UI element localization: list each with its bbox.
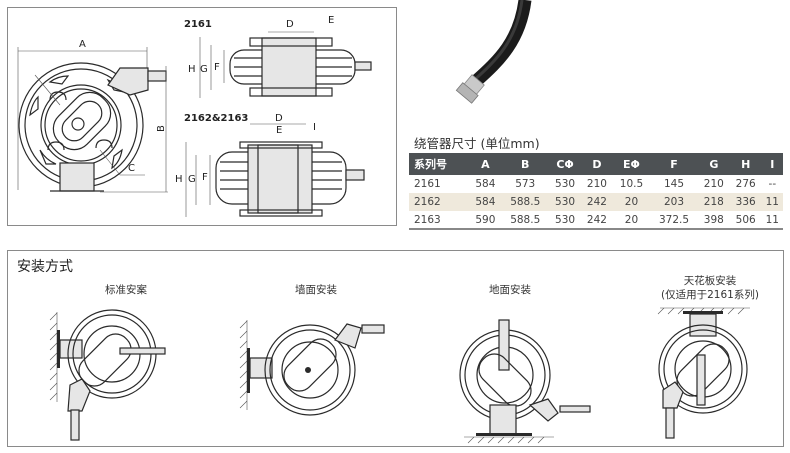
table-cell: 588.5 bbox=[501, 193, 550, 211]
method-label-standard: 标准安案 bbox=[105, 284, 147, 296]
column-header: B bbox=[501, 153, 550, 175]
column-header: EΦ bbox=[612, 153, 651, 175]
table-cell: 276 bbox=[735, 178, 756, 190]
table-cell: 11 bbox=[765, 213, 779, 226]
dim-label-h-2161: H bbox=[188, 64, 196, 75]
dim-label-e-2161: E bbox=[328, 15, 334, 26]
column-header: A bbox=[469, 153, 502, 175]
table-cell: 530 bbox=[549, 193, 581, 211]
reel-dimension-drawing: A C B 2161 D E H G F bbox=[17, 15, 372, 217]
table-cell: 10.5 bbox=[619, 178, 644, 190]
dimension-table: 系列号 A B CΦ D EΦ F G H I 2161 584 573 530… bbox=[409, 153, 783, 230]
dimension-table-title: 绕管器尺寸 (单位mm) bbox=[414, 136, 540, 151]
reel-top-view-2162-2163: 2162&2163 D E I H G F bbox=[175, 113, 365, 217]
table-cell: 145 bbox=[663, 178, 684, 190]
dim-label-d-2161: D bbox=[286, 19, 294, 30]
column-header: D bbox=[581, 153, 613, 175]
table-row: 2162 584 588.5 530 242 20 203 218 336 11 bbox=[409, 193, 783, 211]
table-cell: 242 bbox=[586, 213, 607, 226]
table-cell: 573 bbox=[515, 178, 536, 190]
dim-label-e-2162: E bbox=[276, 125, 282, 136]
dim-label-c: C bbox=[128, 163, 135, 174]
installation-title: 安装方式 bbox=[17, 259, 73, 275]
method-label-wall: 墙面安装 bbox=[295, 284, 337, 296]
dim-label-h-2162: H bbox=[175, 174, 183, 185]
column-header: I bbox=[761, 153, 783, 175]
table-cell: 506 bbox=[735, 213, 756, 226]
table-cell: 20 bbox=[624, 213, 639, 226]
dim-label-a: A bbox=[79, 39, 86, 50]
reel-top-view-2161: 2161 D E H G F bbox=[184, 15, 372, 98]
table-header-row: 系列号 A B CΦ D EΦ F G H I bbox=[409, 153, 783, 175]
method-label-floor: 地面安装 bbox=[489, 284, 531, 296]
table-cell: 203 bbox=[650, 193, 698, 211]
table-cell: 11 bbox=[761, 193, 783, 211]
table-cell: 2162 bbox=[409, 193, 470, 211]
table-cell: -- bbox=[768, 178, 777, 190]
table-cell: 20 bbox=[612, 193, 651, 211]
table-cell: 372.5 bbox=[658, 213, 690, 226]
column-header: CΦ bbox=[549, 153, 581, 175]
table-cell: 2161 bbox=[414, 178, 441, 190]
dim-label-f-2162: F bbox=[202, 172, 208, 183]
dim-label-b: B bbox=[156, 125, 167, 132]
table-row: 2163 590 588.5 530 242 20 372.5 398 506 … bbox=[409, 211, 783, 229]
dim-label-f-2161: F bbox=[214, 62, 220, 73]
hose-photo bbox=[455, 0, 532, 104]
table-cell: 590 bbox=[475, 213, 496, 226]
table-cell: 210 bbox=[703, 178, 724, 190]
dim-label-g-2161: G bbox=[200, 64, 208, 75]
table-row: 2161 584 573 530 210 10.5 145 210 276 -- bbox=[409, 175, 783, 193]
table-cell: 210 bbox=[586, 178, 607, 190]
dim-label-d-2162: D bbox=[275, 113, 283, 124]
model-label-2162-2163: 2162&2163 bbox=[184, 113, 248, 124]
table-cell: 530 bbox=[555, 213, 576, 226]
table-cell: 588.5 bbox=[510, 213, 541, 226]
column-header: 系列号 bbox=[409, 153, 470, 175]
column-header: H bbox=[729, 153, 762, 175]
dim-label-i-2162: I bbox=[313, 122, 316, 133]
table-cell: 242 bbox=[581, 193, 613, 211]
table-cell: 584 bbox=[469, 193, 502, 211]
table-cell: 584 bbox=[475, 178, 496, 190]
table-cell: 2163 bbox=[414, 213, 441, 226]
column-header: G bbox=[697, 153, 730, 175]
column-header: F bbox=[650, 153, 698, 175]
reel-front-view: A C B bbox=[17, 39, 168, 193]
method-note-ceiling: (仅适用于2161系列) bbox=[661, 289, 759, 301]
method-label-ceiling: 天花板安装 bbox=[683, 275, 737, 287]
table-cell: 530 bbox=[555, 178, 576, 190]
model-label-2161: 2161 bbox=[184, 19, 212, 30]
table-cell: 218 bbox=[697, 193, 730, 211]
table-cell: 336 bbox=[729, 193, 762, 211]
dim-label-g-2162: G bbox=[188, 174, 196, 185]
table-cell: 398 bbox=[703, 213, 724, 226]
